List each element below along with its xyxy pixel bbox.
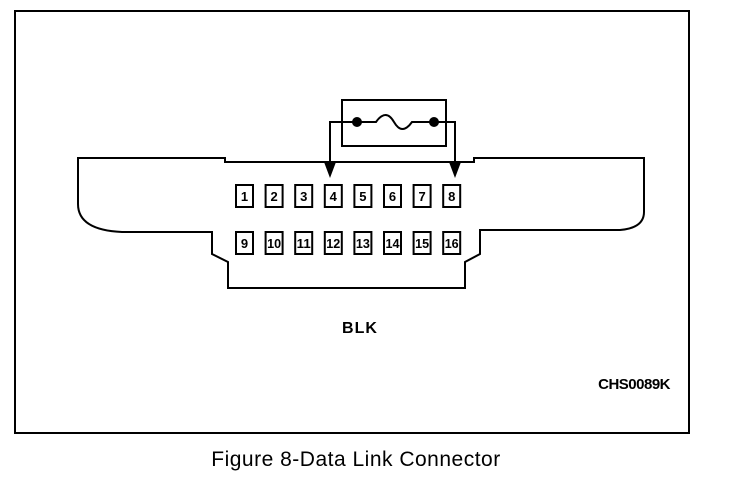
pin-label-9: 9: [241, 236, 248, 251]
pin-label-6: 6: [389, 189, 396, 204]
pin-label-4: 4: [330, 189, 338, 204]
pin-label-15: 15: [415, 236, 429, 251]
bottom-pin-row: 9 10 11 12 13 14 15 16: [235, 231, 462, 255]
connector-body-outline: [77, 157, 645, 289]
pin-cavity-3: [294, 184, 314, 208]
pin-label-3: 3: [300, 189, 307, 204]
pin-cavity-7: [412, 184, 432, 208]
pin-cavity-1: [235, 184, 254, 208]
pin-cavity-13: [353, 231, 373, 255]
pin-cavity-9: [235, 231, 254, 255]
pin-label-13: 13: [356, 236, 370, 251]
pin-label-2: 2: [270, 189, 277, 204]
pin-label-5: 5: [359, 189, 366, 204]
pin-cavity-2: [264, 184, 284, 208]
figure-caption: Figure 8-Data Link Connector: [211, 448, 501, 471]
pin-label-14: 14: [386, 236, 401, 251]
pin-label-16: 16: [445, 236, 459, 251]
jumper-wire-left: [329, 121, 357, 170]
fuse-symbol: [357, 114, 434, 130]
pin-label-7: 7: [418, 189, 425, 204]
pin-cavity-15: [412, 231, 432, 255]
diagram-frame: [14, 10, 690, 434]
top-pin-row: 1 2 3 4 5 6 7 8: [235, 184, 462, 208]
pin-cavity-5: [353, 184, 373, 208]
pin-label-12: 12: [326, 236, 340, 251]
pin-cavity-12: [323, 231, 343, 255]
pin-cavity-16: [442, 231, 462, 255]
pin-cavity-14: [383, 231, 402, 255]
pin-label-10: 10: [267, 236, 281, 251]
pin-label-1: 1: [241, 189, 248, 204]
pin-label-8: 8: [448, 189, 455, 204]
jumper-wire-right: [434, 121, 456, 170]
pin-cavity-11: [294, 231, 314, 255]
drawing-code: CHS0089K: [598, 376, 670, 393]
pin-cavity-8: [442, 184, 462, 208]
arrow-to-pin-4: [324, 162, 336, 178]
connector-color-label: BLK: [342, 320, 378, 337]
arrow-to-pin-8: [449, 162, 461, 178]
pin-cavity-10: [264, 231, 284, 255]
pin-cavity-6: [383, 184, 402, 208]
pin-cavity-4: [323, 184, 343, 208]
pin-label-11: 11: [297, 236, 311, 251]
